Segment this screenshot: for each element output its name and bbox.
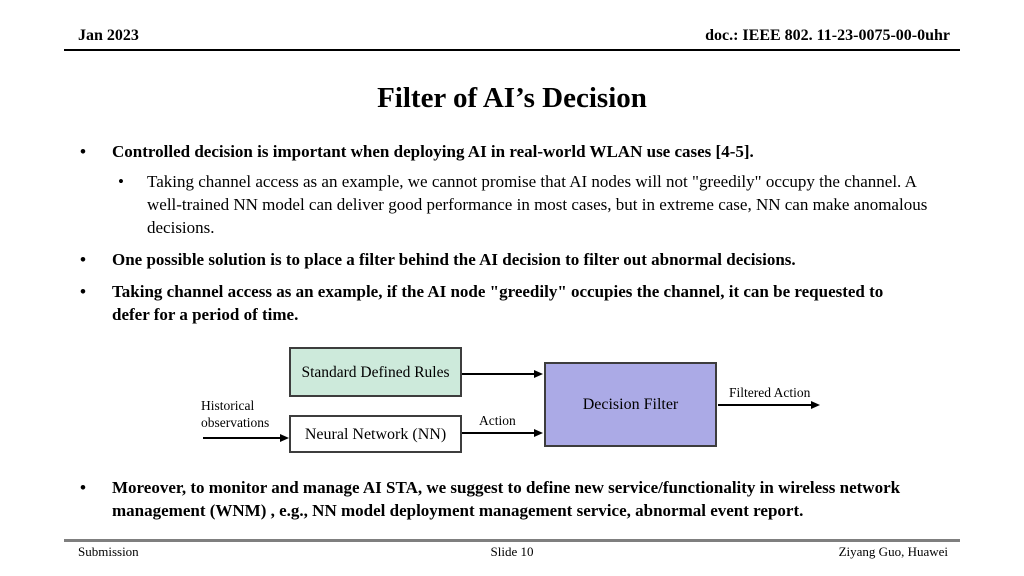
bullet-wnm-service: Moreover, to monitor and manage AI STA, … <box>80 476 971 522</box>
bullet-list-bottom: Moreover, to monitor and manage AI STA, … <box>66 476 971 531</box>
bullet-marker <box>80 280 112 326</box>
box-label: Neural Network (NN) <box>304 425 447 443</box>
arrow-line <box>462 432 535 434</box>
bullet-text: One possible solution is to place a filt… <box>112 250 796 269</box>
bullet-channel-access-sub: Taking channel access as an example, we … <box>118 170 961 239</box>
arrow-line <box>462 373 535 375</box>
arrow-head-icon <box>811 400 820 409</box>
bullet-marker <box>80 248 112 271</box>
bullet-text: Controlled decision is important when de… <box>112 142 754 161</box>
action-label: Action <box>479 413 516 428</box>
bullet-text: Taking channel access as an example, we … <box>147 172 928 237</box>
footer-submission: Submission <box>78 544 139 559</box>
decision-filter-box: Decision Filter <box>544 362 717 447</box>
bullet-text: Moreover, to monitor and manage AI STA, … <box>112 478 901 520</box>
footer-author: Ziyang Guo, Huawei <box>838 544 948 559</box>
arrow-head-icon <box>534 428 543 437</box>
arrow-head-icon <box>280 433 289 442</box>
header-doc-id: doc.: IEEE 802. 11-23-0075-00-0uhr <box>705 27 950 44</box>
header-divider <box>64 49 960 51</box>
page-title: Filter of AI’s Decision <box>377 82 647 114</box>
standard-defined-rules-box: Standard Defined Rules <box>289 347 462 397</box>
footer-slide-number: Slide 10 <box>490 544 534 559</box>
header-date: Jan 2023 <box>78 27 139 44</box>
filtered-action-label: Filtered Action <box>729 385 811 400</box>
neural-network-box: Neural Network (NN) <box>289 415 462 453</box>
bullet-marker <box>80 140 112 163</box>
box-label: Standard Defined Rules <box>301 363 450 381</box>
bullet-possible-solution: One possible solution is to place a filt… <box>80 248 961 271</box>
bullet-marker <box>118 170 147 239</box>
footer-divider <box>64 539 960 542</box>
bullet-text: Taking channel access as an example, if … <box>112 282 884 324</box>
bullet-controlled-decision: Controlled decision is important when de… <box>80 140 961 163</box>
arrow-line <box>718 404 812 406</box>
arrow-line <box>203 437 281 439</box>
arrow-head-icon <box>534 369 543 378</box>
historical-observations-label: Historical observations <box>201 398 270 430</box>
bullet-list-top: Controlled decision is important when de… <box>66 140 961 335</box>
bullet-defer-request: Taking channel access as an example, if … <box>80 280 961 326</box>
bullet-marker <box>80 476 112 522</box>
box-label: Decision Filter <box>582 396 679 413</box>
